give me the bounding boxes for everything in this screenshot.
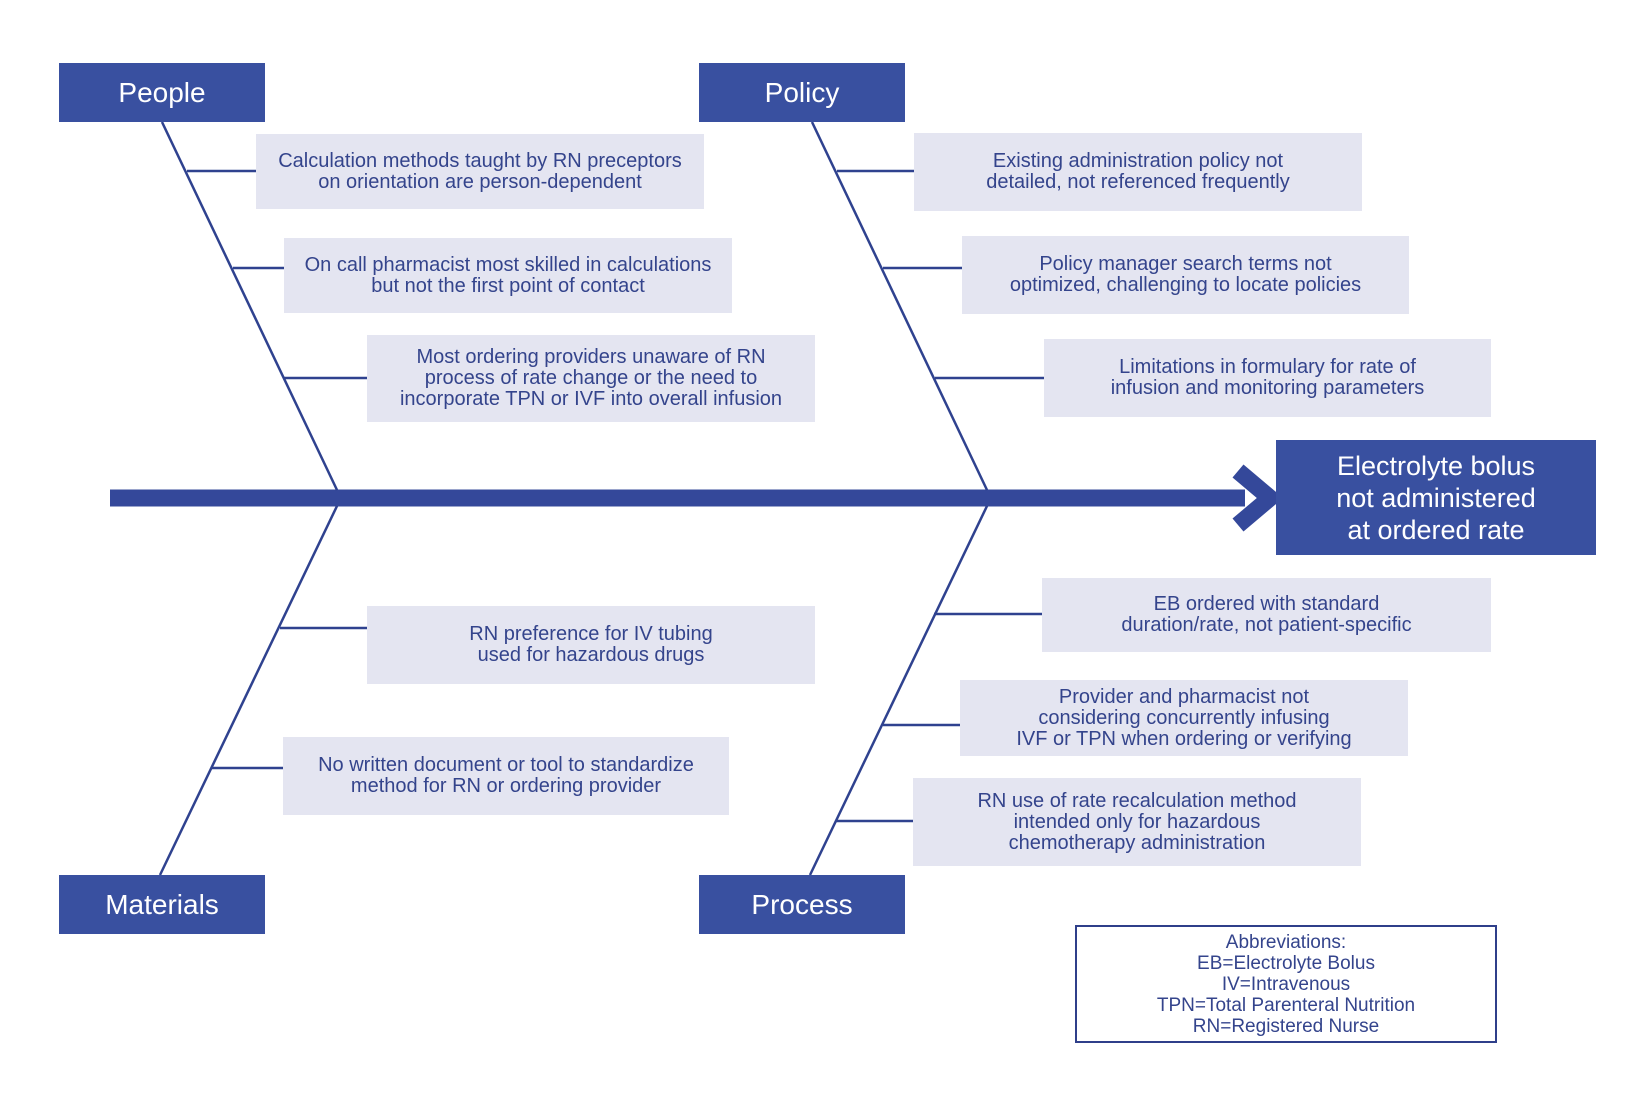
cause-line: on orientation are person-dependent	[318, 170, 642, 193]
bone-materials	[158, 505, 339, 876]
cause-line: Most ordering providers unaware of RN	[416, 346, 766, 368]
category-process: Process	[699, 875, 905, 934]
category-people: People	[59, 63, 265, 122]
cause-line: Calculation methods taught by RN precept…	[278, 149, 682, 172]
cause-line: IVF or TPN when ordering or verifying	[1016, 727, 1352, 750]
cause-line: Provider and pharmacist not	[1058, 685, 1310, 708]
cause-materials-2: No written document or tool to standardi…	[283, 737, 729, 815]
effect-line: not administered	[1336, 482, 1536, 513]
cause-line: infusion and monitoring parameters	[1110, 377, 1425, 399]
cause-line: process of rate change or the need to	[424, 367, 758, 389]
cause-line: optimized, challenging to locate policie…	[1009, 274, 1362, 296]
cause-line: EB ordered with standard	[1153, 593, 1380, 615]
cause-line: but not the first point of contact	[371, 274, 645, 297]
cause-process-1: EB ordered with standard duration/rate, …	[1042, 578, 1491, 652]
cause-line: RN use of rate recalculation method	[977, 789, 1297, 812]
cause-line: Existing administration policy not	[992, 150, 1284, 172]
cause-line: RN preference for IV tubing	[469, 623, 713, 645]
cause-line: considering concurrently infusing	[1038, 706, 1330, 729]
cause-people-3: Most ordering providers unaware of RN pr…	[367, 335, 815, 422]
cause-line: Limitations in formulary for rate of	[1119, 356, 1416, 378]
cause-line: chemotherapy administration	[1008, 831, 1266, 854]
bone-process	[808, 505, 989, 876]
effect-box: Electrolyte bolus not administered at or…	[1276, 440, 1596, 555]
cause-policy-1: Existing administration policy not detai…	[914, 133, 1362, 211]
bone-policy	[810, 121, 989, 491]
cause-people-1: Calculation methods taught by RN precept…	[256, 134, 704, 209]
effect-line: Electrolyte bolus	[1336, 450, 1536, 481]
effect-line: at ordered rate	[1347, 514, 1525, 545]
abbreviation-item: RN=Registered Nurse	[1192, 1015, 1380, 1037]
cause-materials-1: RN preference for IV tubing used for haz…	[367, 606, 815, 684]
abbreviations-title: Abbreviations:	[1225, 931, 1347, 953]
cause-line: duration/rate, not patient-specific	[1121, 614, 1412, 636]
bone-people	[160, 121, 339, 491]
abbreviation-item: IV=Intravenous	[1221, 973, 1351, 995]
cause-people-2: On call pharmacist most skilled in calcu…	[284, 238, 732, 313]
cause-line: Policy manager search terms not	[1039, 253, 1332, 275]
cause-line: No written document or tool to standardi…	[318, 754, 694, 776]
cause-line: incorporate TPN or IVF into overall infu…	[399, 388, 783, 410]
cause-line: intended only for hazardous	[1013, 810, 1261, 833]
cause-policy-2: Policy manager search terms not optimize…	[962, 236, 1409, 314]
cause-policy-3: Limitations in formulary for rate of inf…	[1044, 339, 1491, 417]
cause-line: used for hazardous drugs	[477, 644, 705, 666]
cause-process-2: Provider and pharmacist not considering …	[960, 680, 1408, 756]
cause-line: On call pharmacist most skilled in calcu…	[304, 253, 712, 276]
abbreviation-item: TPN=Total Parenteral Nutrition	[1156, 994, 1416, 1016]
cause-line: method for RN or ordering provider	[350, 775, 662, 797]
category-materials: Materials	[59, 875, 265, 934]
spine-arrowhead	[1232, 464, 1284, 532]
abbreviation-item: EB=Electrolyte Bolus	[1197, 952, 1375, 974]
cause-process-3: RN use of rate recalculation method inte…	[913, 778, 1361, 866]
category-policy: Policy	[699, 63, 905, 122]
abbreviations-box: Abbreviations: EB=Electrolyte Bolus IV=I…	[1075, 925, 1497, 1043]
cause-line: detailed, not referenced frequently	[986, 171, 1290, 193]
